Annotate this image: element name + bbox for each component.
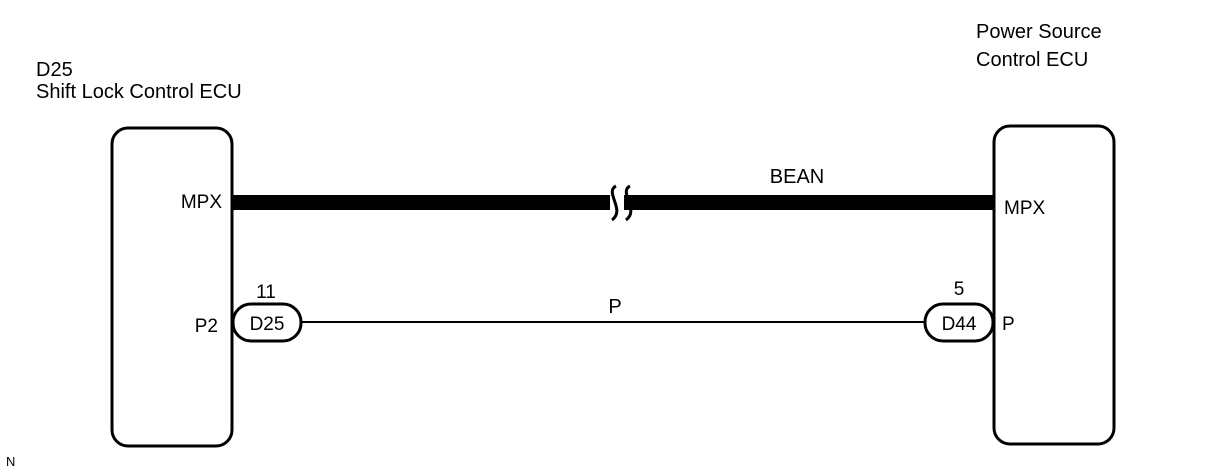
bean-bus-wire (232, 184, 994, 222)
left-ecu-p2-pin: P2 (195, 316, 218, 337)
right-ecu-name-line2: Control ECU (976, 49, 1088, 71)
right-ecu-box (992, 124, 1116, 446)
left-connector-code: D25 (250, 314, 285, 335)
left-ecu-mpx-pin: MPX (181, 192, 223, 213)
p-signal-label: P (608, 296, 621, 318)
left-connector (231, 302, 303, 343)
left-ecu-box (110, 126, 234, 448)
footnote-label: N (6, 454, 15, 469)
left-ecu-name: Shift Lock Control ECU (36, 81, 242, 103)
left-connector-pin: 11 (256, 282, 276, 303)
left-ecu-code: D25 (36, 59, 73, 81)
right-ecu-mpx-pin: MPX (1004, 198, 1046, 219)
right-ecu-p-pin: P (1002, 314, 1015, 335)
right-ecu-name-line1: Power Source (976, 21, 1102, 43)
right-connector-code: D44 (942, 314, 977, 335)
right-connector-pin: 5 (954, 279, 965, 300)
bean-bus-label: BEAN (770, 166, 824, 188)
right-connector (923, 302, 995, 343)
